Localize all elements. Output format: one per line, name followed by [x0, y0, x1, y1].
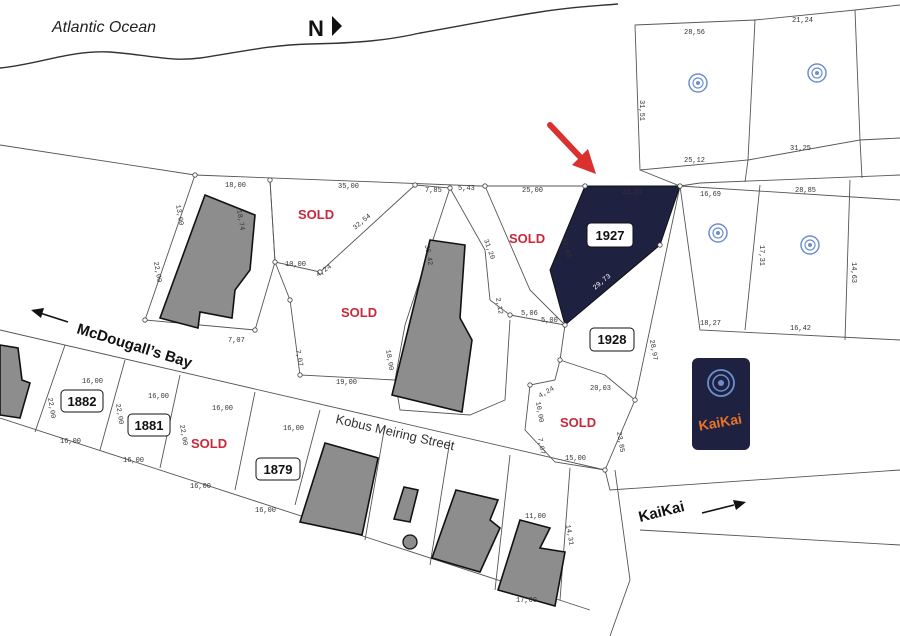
road-arrow-left-icon	[31, 308, 69, 323]
road-arrow-right-icon	[701, 500, 746, 514]
dimension-label: 18,00	[225, 182, 246, 190]
dimension-label: 17,31	[757, 245, 765, 266]
road-label-kobus: Kobus Meiring Street	[334, 411, 456, 453]
lower-plots	[0, 329, 900, 636]
north-arrow-icon	[332, 16, 342, 36]
dimension-label: 5,00	[541, 317, 558, 325]
dimension-label: 35,00	[338, 183, 359, 191]
dimension-label: 11,00	[525, 513, 546, 521]
dimension-label: 5,06	[521, 310, 538, 318]
dimension-label: 14,31	[563, 524, 575, 546]
mandala-icon	[800, 235, 820, 255]
ocean-label: Atlantic Ocean	[51, 19, 156, 36]
upper-left-plots	[144, 174, 900, 491]
logo-text: KaiKai	[697, 410, 743, 433]
dimension-label: 16,00	[60, 438, 81, 446]
dimension-label: 22,00	[151, 261, 163, 283]
dimension-label: 4,24	[538, 385, 557, 400]
top-right-plots	[634, 4, 900, 341]
dimension-label: 16,00	[123, 457, 144, 465]
dimension-label: 16,00	[190, 483, 211, 491]
kaikai-logo: KaiKai	[692, 358, 750, 450]
dimension-label: 7,07	[228, 337, 245, 345]
north-label: N	[308, 16, 324, 41]
plot-number: 1928	[598, 332, 627, 347]
plot-badge-1927[interactable]: 1927	[586, 222, 634, 248]
mandala-icon	[688, 73, 708, 93]
dimension-label: 20,03	[590, 385, 611, 393]
road-label-mcdougalls: McDougall’s Bay	[75, 321, 195, 372]
plot-badge-1882[interactable]: 1882	[60, 389, 104, 413]
plot-1927-shape[interactable]	[549, 185, 681, 326]
sold-label: SOLD	[509, 231, 545, 246]
pointer-arrow-icon	[547, 122, 596, 174]
dimension-label: 4,24	[315, 263, 333, 279]
dimension-label: 18,00	[383, 349, 395, 371]
plot-badge-1928[interactable]: 1928	[589, 327, 635, 352]
dimension-label: 10,00	[533, 401, 545, 423]
dimension-label: 7,85	[425, 187, 442, 195]
dimension-label: 31,25	[790, 145, 811, 153]
mandala-markers	[688, 63, 827, 255]
dimension-label: 15,00	[565, 455, 586, 463]
dimension-label: 18,27	[700, 320, 721, 328]
dimension-label: 31,20	[481, 238, 496, 260]
dimension-label: 7,07	[293, 349, 304, 367]
coastline	[0, 3, 619, 69]
dimension-label: 16,00	[148, 393, 169, 401]
dimension-label: 21,24	[792, 17, 813, 25]
dimension-label: 32,54	[352, 213, 373, 233]
dimension-label: 7,07	[535, 437, 546, 455]
dimension-label: 18,74	[234, 209, 246, 231]
dimension-label: 31,51	[637, 100, 645, 121]
plot-badge-1881[interactable]: 1881	[127, 413, 171, 437]
dimension-label: 16,00	[212, 405, 233, 413]
plot-number: 1879	[264, 462, 293, 477]
survey-nodes	[142, 172, 683, 473]
dimension-label: 19,00	[336, 379, 357, 387]
sold-label: SOLD	[298, 207, 334, 222]
dimension-label: 22,00	[113, 403, 125, 425]
dimension-label: 25,12	[684, 157, 705, 165]
dimension-label: 14,63	[849, 262, 857, 283]
dimension-label: 21,01	[622, 189, 643, 197]
dimension-label: 16,69	[700, 191, 721, 199]
sold-label: SOLD	[341, 305, 377, 320]
buildings	[0, 193, 566, 608]
plot-number: 1927	[596, 228, 625, 243]
logo-mandala-icon	[707, 369, 735, 397]
dimension-label: 13,00	[173, 204, 185, 226]
dimension-label: 22,00	[45, 397, 57, 419]
dimension-label: 35,42	[422, 244, 434, 266]
dimension-label: 16,42	[790, 325, 811, 333]
dimension-label: 23,85	[614, 431, 626, 453]
dimension-label: 5,43	[458, 185, 475, 193]
plot-number: 1881	[135, 418, 164, 433]
dimension-label: 17,00	[516, 597, 537, 605]
dimension-label: 28,85	[795, 187, 816, 195]
dimension-label: 10,00	[285, 261, 306, 269]
road-label-kaikai: KaiKai	[637, 498, 686, 526]
plot-number: 1882	[68, 394, 97, 409]
dimension-label: 16,00	[283, 425, 304, 433]
dimension-label: 25,00	[522, 187, 543, 195]
dimension-label: 2,12	[493, 297, 504, 315]
dimension-label: 16,00	[255, 507, 276, 515]
dimension-label: 28,56	[684, 29, 705, 37]
plot-badge-1879[interactable]: 1879	[255, 457, 301, 481]
mandala-icon	[807, 63, 827, 83]
road-edge-top	[0, 144, 680, 187]
sold-label: SOLD	[191, 436, 227, 451]
dimension-label: 28,97	[647, 339, 659, 361]
dimension-label: 16,00	[82, 378, 103, 386]
dimension-label: 22,00	[177, 424, 189, 446]
sold-label: SOLD	[560, 415, 596, 430]
mandala-icon	[708, 223, 728, 243]
